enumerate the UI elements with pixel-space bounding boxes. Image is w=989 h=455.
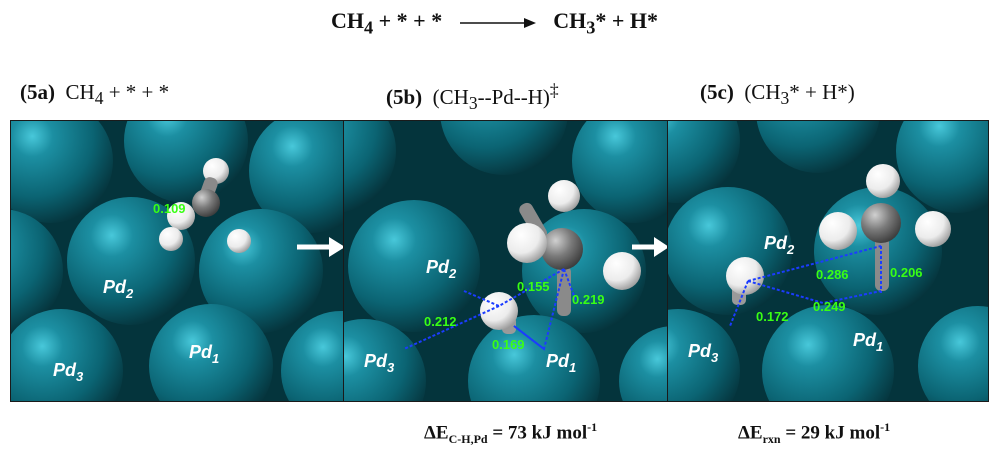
distance-label: 0.286 [816, 267, 849, 282]
eq-reactant: CH4 + * + * [330, 8, 443, 38]
atom-label-pd3: Pd3 [53, 360, 84, 384]
barrier-energy: ΔEC-H,Pd = 73 kJ mol-1 [424, 420, 598, 447]
surface-5b: 0.155 0.219 0.212 0.169 Pd2 Pd1 Pd3 [344, 121, 667, 401]
atom-label-pd1: Pd1 [189, 342, 219, 366]
atom-label-pd3: Pd3 [364, 351, 395, 375]
pd-surface-atoms [344, 121, 667, 401]
surface-5c: 0.286 0.206 0.249 0.172 Pd2 Pd1 Pd3 [668, 121, 988, 401]
atom-label-pd2: Pd2 [426, 257, 457, 281]
distance-label: 0.206 [890, 265, 923, 280]
panel-title-5b: (5b) (CH3--Pd--H)‡ [386, 80, 559, 114]
eq-product: CH3* + H* [553, 8, 659, 38]
atom-label-pd3: Pd3 [688, 341, 719, 365]
distance-label: 0.169 [492, 337, 525, 352]
surface-5a: 0.109 Pd2 Pd1 Pd3 [11, 121, 343, 401]
panel-title-5a: (5a) CH4 + * + * [20, 80, 170, 109]
atom-label-pd2: Pd2 [103, 277, 134, 301]
reaction-arrow-icon [459, 17, 536, 28]
reaction-energy: ΔErxn = 29 kJ mol-1 [738, 420, 891, 447]
distance-label: 0.109 [153, 201, 186, 216]
ts-molecule [480, 180, 641, 334]
products-molecule [726, 164, 951, 305]
distance-lines [403, 268, 577, 351]
distance-label: 0.172 [756, 309, 789, 324]
step-arrow-icon [297, 237, 343, 257]
distance-label: 0.155 [517, 279, 550, 294]
atom-label-pd1: Pd1 [853, 330, 883, 354]
distance-label: 0.212 [424, 314, 457, 329]
ch4-molecule [159, 158, 251, 253]
panel-title-5c: (5c) (CH3* + H*) [700, 80, 855, 109]
distance-label: 0.249 [813, 299, 846, 314]
distance-label: 0.219 [572, 292, 605, 307]
panel-5a: 0.109 Pd2 Pd1 Pd3 [10, 120, 344, 402]
atom-label-pd1: Pd1 [546, 351, 576, 375]
reaction-equation: CH4 + * + * CH3* + H* [0, 8, 989, 38]
distance-lines [729, 245, 882, 327]
panel-5c: 0.286 0.206 0.249 0.172 Pd2 Pd1 Pd3 [667, 120, 989, 402]
step-arrow-icon [632, 237, 667, 257]
atom-label-pd2: Pd2 [764, 233, 795, 257]
panel-5b: 0.155 0.219 0.212 0.169 Pd2 Pd1 Pd3 [343, 120, 668, 402]
